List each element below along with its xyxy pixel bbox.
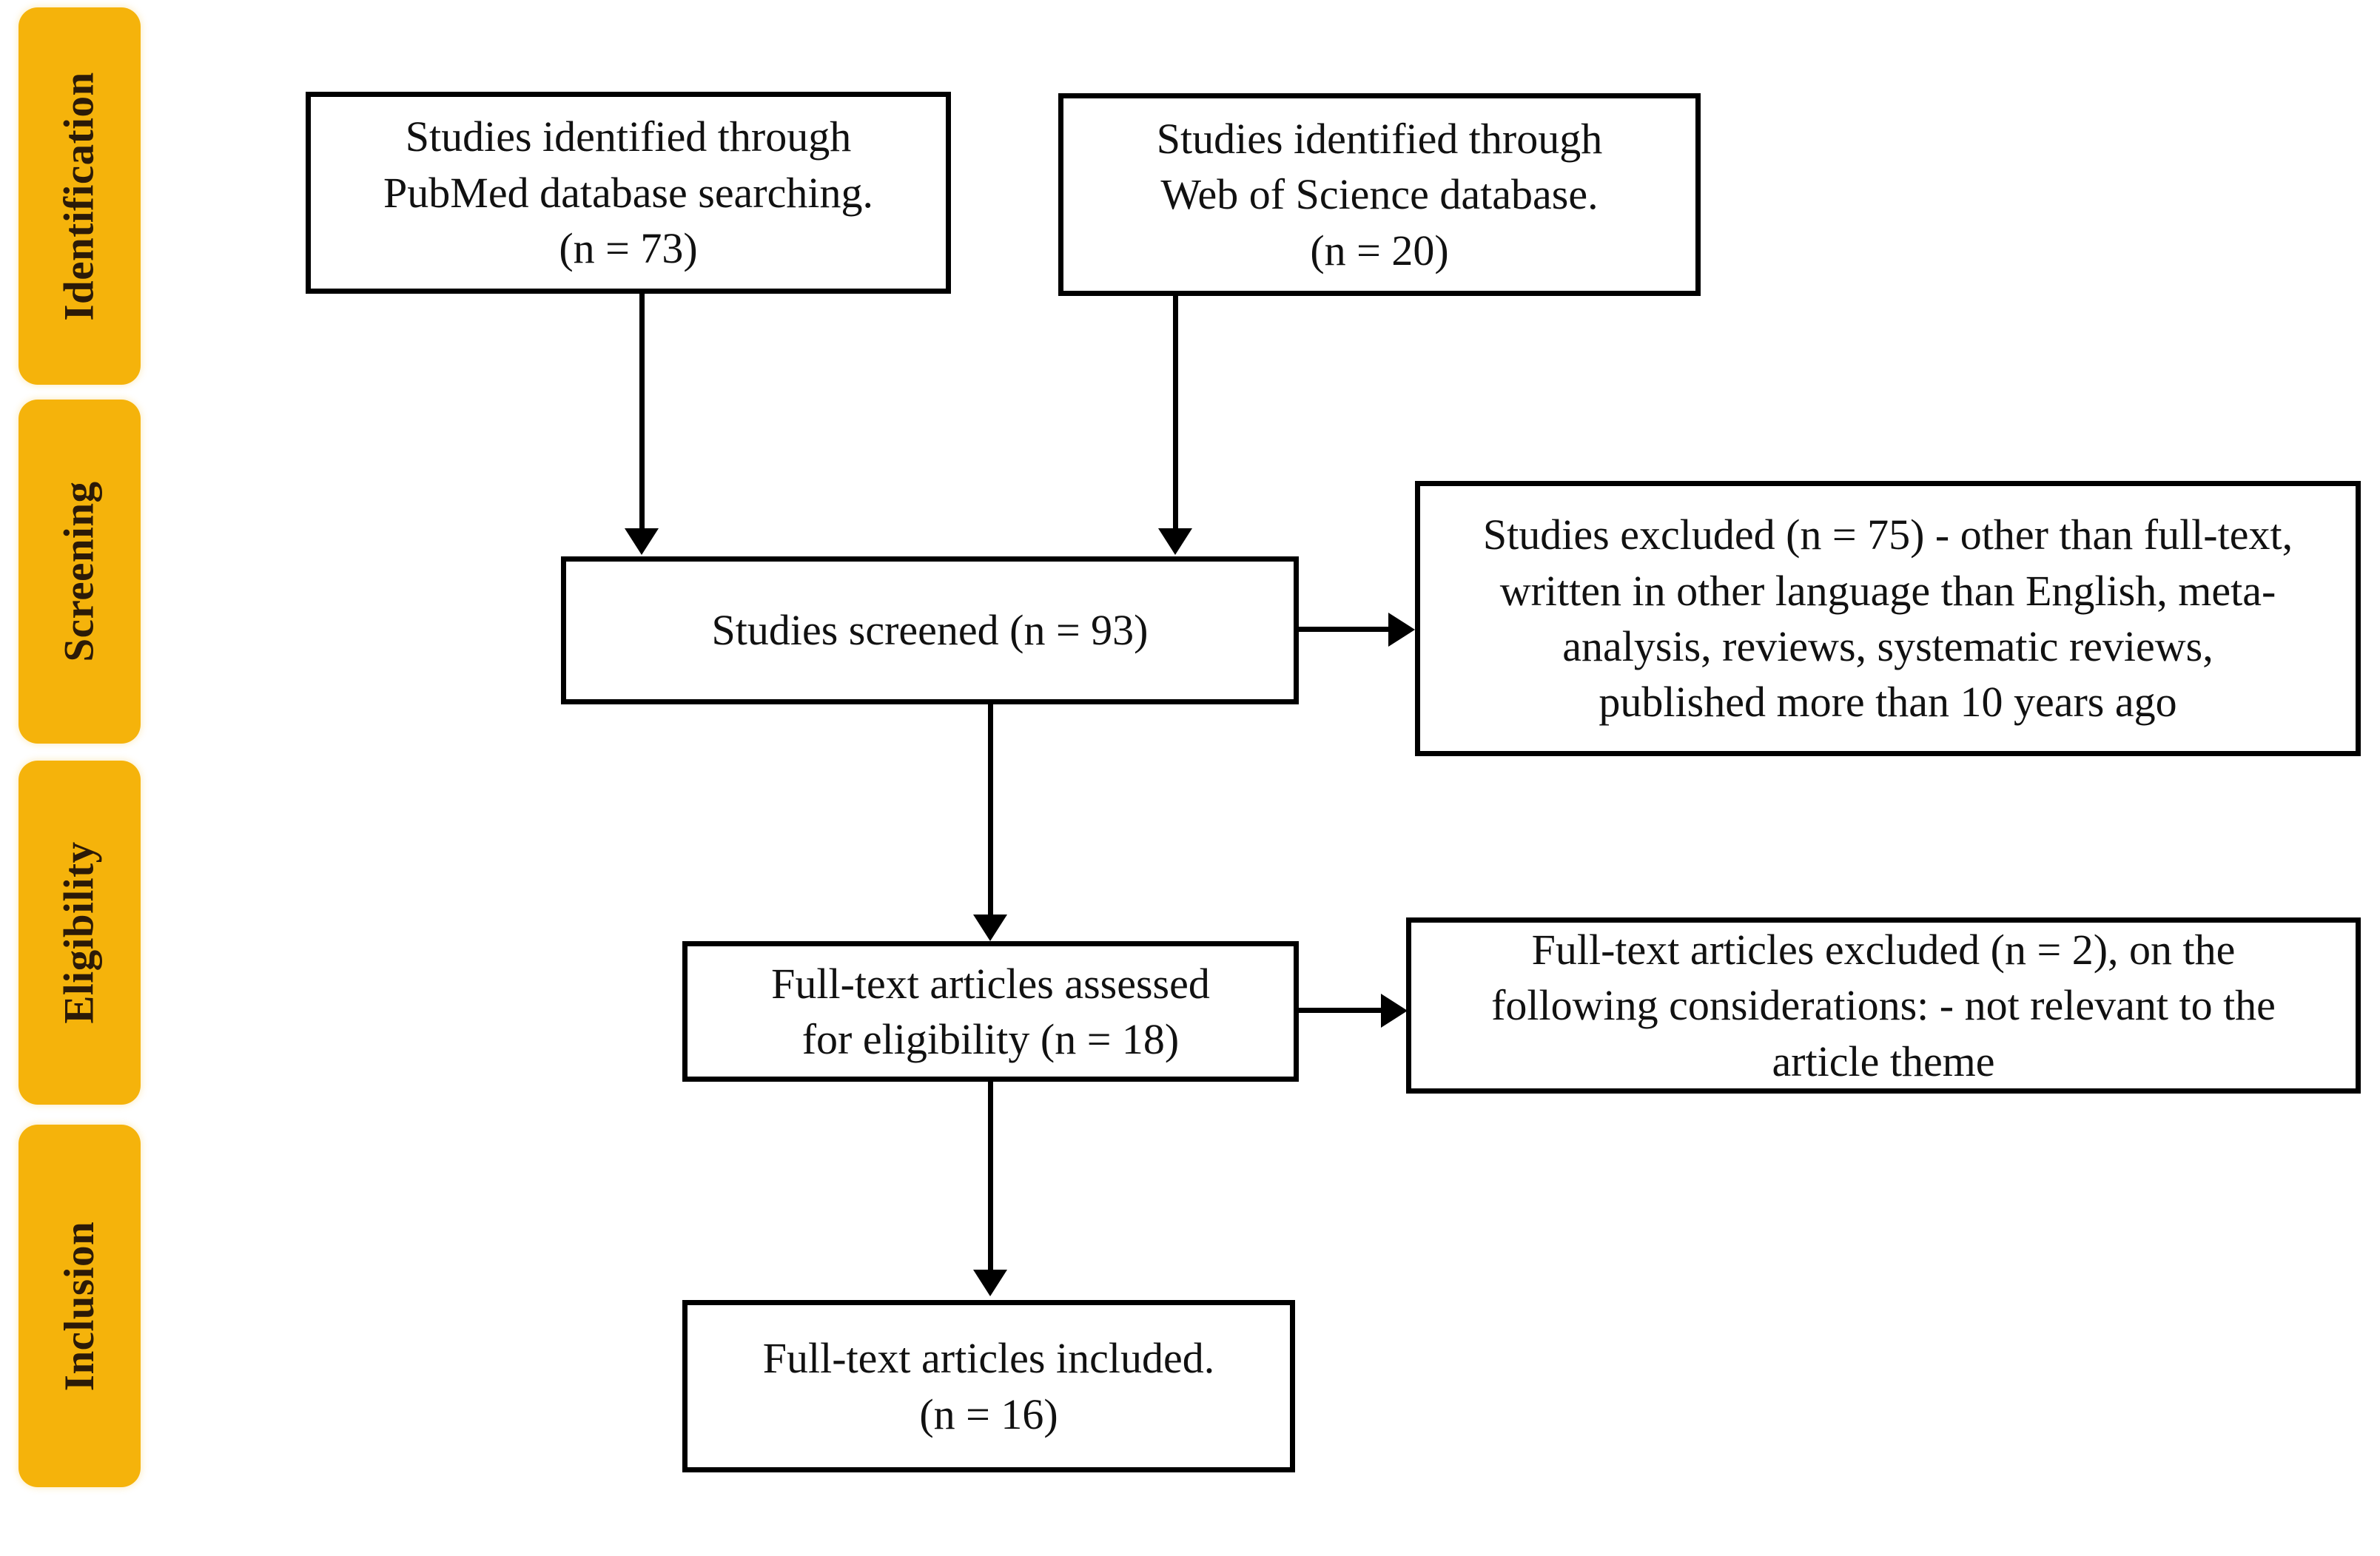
box-fulltext-included: Full-text articles included. (n = 16) xyxy=(682,1300,1295,1472)
box-fulltext-assessed-text: Full-text articles assessed for eligibil… xyxy=(771,959,1210,1063)
box-pubmed-identified: Studies identified through PubMed databa… xyxy=(306,92,951,294)
connector-screened-to-excluded-arrow xyxy=(1388,613,1415,647)
box-pubmed-identified-text: Studies identified through PubMed databa… xyxy=(383,112,873,273)
stage-chip-screening: Screening xyxy=(19,400,141,744)
connector-pubmed-to-screened-line xyxy=(639,294,645,531)
box-fulltext-assessed: Full-text articles assessed for eligibil… xyxy=(682,941,1299,1082)
stage-chip-eligibility: Eligibility xyxy=(19,761,141,1105)
connector-wos-to-screened-line xyxy=(1173,296,1178,531)
connector-eligibility-to-included-line xyxy=(988,1082,993,1273)
stage-label-identification: Identification xyxy=(56,71,103,321)
box-fulltext-included-text: Full-text articles included. (n = 16) xyxy=(762,1334,1215,1438)
stage-label-inclusion: Inclusion xyxy=(56,1221,104,1391)
stage-label-eligibility: Eligibility xyxy=(56,841,104,1024)
box-wos-identified: Studies identified through Web of Scienc… xyxy=(1058,93,1701,296)
box-studies-excluded-screening-text: Studies excluded (n = 75) - other than f… xyxy=(1482,511,2293,727)
box-studies-screened: Studies screened (n = 93) xyxy=(561,556,1299,704)
connector-screened-to-eligibility-line xyxy=(988,704,993,917)
box-fulltext-excluded: Full-text articles excluded (n = 2), on … xyxy=(1406,917,2361,1094)
connector-screened-to-excluded-line xyxy=(1299,627,1394,632)
stage-chip-identification: Identification xyxy=(19,7,141,385)
box-studies-screened-text: Studies screened (n = 93) xyxy=(711,606,1149,655)
connector-eligibility-to-excluded-arrow xyxy=(1381,994,1408,1028)
connector-eligibility-to-included-arrow xyxy=(973,1270,1007,1296)
box-fulltext-excluded-text: Full-text articles excluded (n = 2), on … xyxy=(1491,925,2276,1085)
stage-label-screening: Screening xyxy=(56,481,104,662)
connector-screened-to-eligibility-arrow xyxy=(973,915,1007,941)
connector-wos-to-screened-arrow xyxy=(1158,528,1192,555)
box-wos-identified-text: Studies identified through Web of Scienc… xyxy=(1156,114,1603,275)
stage-chip-inclusion: Inclusion xyxy=(19,1125,141,1487)
connector-pubmed-to-screened-arrow xyxy=(625,528,659,555)
box-studies-excluded-screening: Studies excluded (n = 75) - other than f… xyxy=(1415,481,2361,756)
connector-eligibility-to-excluded-line xyxy=(1299,1008,1386,1013)
